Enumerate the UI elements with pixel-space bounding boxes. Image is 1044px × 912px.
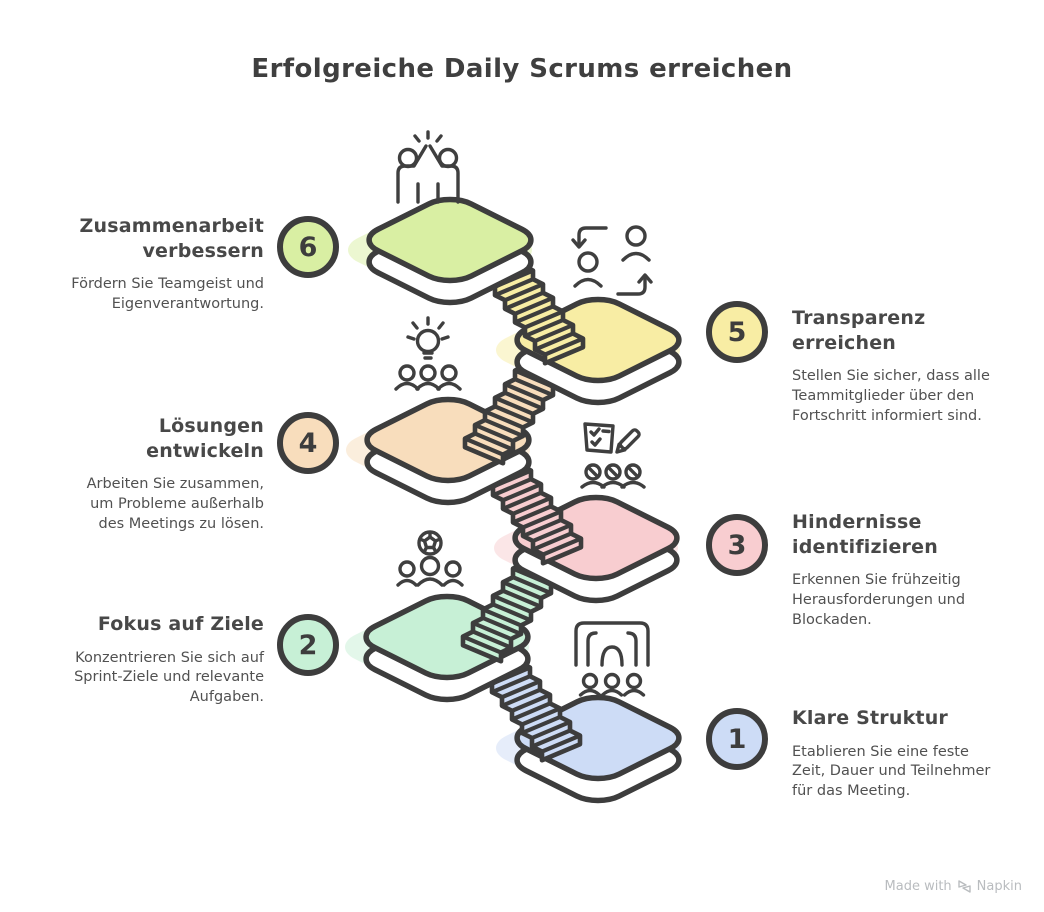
- step-heading: Zusammenarbeit verbessern: [79, 215, 264, 262]
- step-heading: Transparenz erreichen: [792, 307, 926, 354]
- step-number-badge-6: 6: [277, 216, 339, 278]
- step-number: 1: [727, 723, 747, 755]
- step-number-badge-3: 3: [706, 514, 768, 576]
- idea-lightbulb-team-icon: [394, 316, 462, 391]
- step-number: 3: [727, 529, 747, 561]
- step-item-2: Fokus auf Ziele Konzentrieren Sie sich a…: [69, 612, 264, 708]
- step-description: Etablieren Sie eine feste Zeit, Dauer un…: [792, 743, 991, 800]
- step-heading: Hindernisse identifizieren: [792, 511, 938, 558]
- step-item-6: Zusammenarbeit verbessern Fördern Sie Te…: [69, 214, 264, 315]
- step-heading: Lösungen entwickeln: [146, 415, 264, 462]
- step-number-badge-4: 4: [277, 412, 339, 474]
- step-heading: Klare Struktur: [792, 707, 949, 729]
- step-number-badge-1: 1: [706, 708, 768, 770]
- step-number: 5: [727, 316, 747, 348]
- step-item-5: Transparenz erreichen Stellen Sie sicher…: [792, 306, 997, 427]
- step-description: Konzentrieren Sie sich auf Sprint-Ziele …: [74, 649, 264, 706]
- step-description: Stellen Sie sicher, dass alle Teammitgli…: [792, 368, 990, 424]
- step-description: Erkennen Sie frühzeitig Herausforderunge…: [792, 572, 966, 628]
- step-number: 4: [298, 427, 318, 459]
- watermark-brand: Napkin: [976, 879, 1022, 894]
- step-number: 6: [298, 231, 318, 263]
- people-exchange-icon: [571, 225, 653, 296]
- step-heading: Fokus auf Ziele: [97, 613, 264, 635]
- staircase-platforms: [345, 193, 694, 806]
- celebration-high-five-icon: [396, 130, 460, 204]
- step-item-3: Hindernisse identifizieren Erkennen Sie …: [792, 510, 997, 631]
- page-title: Erfolgreiche Daily Scrums erreichen: [251, 54, 793, 84]
- step-number: 2: [298, 629, 318, 661]
- goal-ball-team-icon: [396, 530, 464, 587]
- napkin-logo-icon: [957, 880, 971, 893]
- watermark-text: Made with: [884, 879, 952, 894]
- step-number-badge-2: 2: [277, 614, 339, 676]
- checklist-pencil-team-icon: [580, 422, 646, 489]
- step-number-badge-5: 5: [706, 301, 768, 363]
- step-description: Arbeiten Sie zusammen, um Probleme außer…: [86, 476, 264, 532]
- napkin-watermark[interactable]: Made with Napkin: [885, 879, 1022, 894]
- step-item-4: Lösungen entwickeln Arbeiten Sie zusamme…: [69, 414, 264, 535]
- step-item-1: Klare Struktur Etablieren Sie eine feste…: [792, 706, 997, 802]
- meeting-structure-icon: [574, 621, 650, 697]
- step-description: Fördern Sie Teamgeist und Eigenverantwor…: [71, 276, 264, 313]
